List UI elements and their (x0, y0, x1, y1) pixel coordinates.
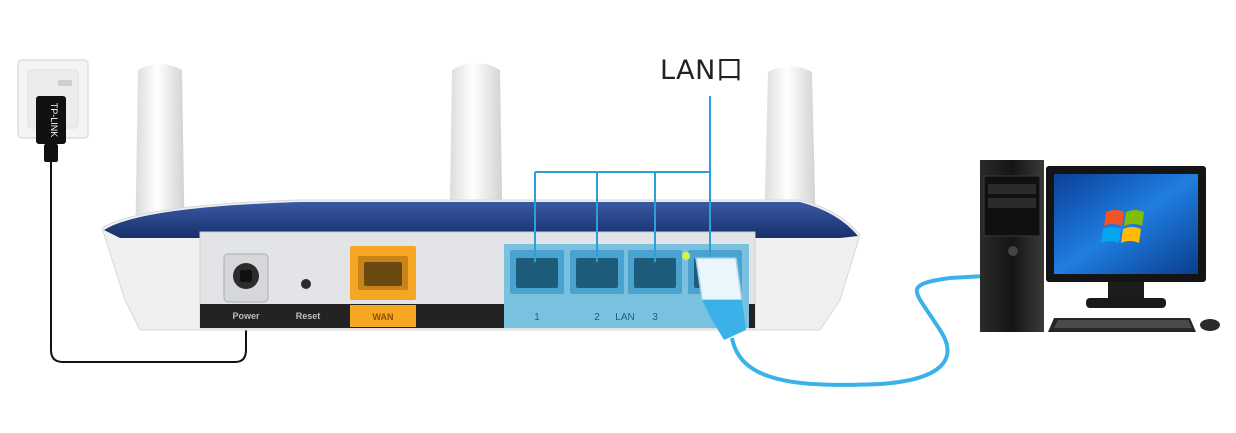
adapter-brand: TP-LINK (49, 103, 59, 138)
power-adapter-icon: TP-LINK (36, 96, 66, 162)
computer-tower (980, 160, 1044, 332)
lan-port-callout-label: LAN口 (660, 55, 744, 86)
lan-port-3 (628, 250, 682, 294)
power-socket-icon (223, 253, 269, 303)
ethernet-cable (730, 274, 986, 387)
reset-button (301, 279, 311, 289)
lan-port-1-label: 1 (534, 312, 540, 323)
router-top-cover (104, 202, 858, 238)
wan-label: WAN (373, 312, 394, 322)
reset-label: Reset (296, 311, 321, 321)
lan-label: LAN (615, 312, 634, 323)
mouse (1200, 319, 1220, 331)
status-led (682, 252, 690, 260)
lan-port-1 (510, 250, 564, 294)
router: Power Reset WAN 1 2 LAN 3 (101, 199, 861, 331)
keyboard (1048, 318, 1196, 332)
lan-port-2-label: 2 (594, 312, 600, 323)
power-label: Power (232, 311, 260, 321)
windows-logo-icon (1101, 210, 1144, 243)
lan-port-2 (570, 250, 624, 294)
lan-port-3-label: 3 (652, 312, 658, 323)
callout-lines (534, 96, 711, 270)
ethernet-plug-icon (695, 257, 746, 340)
monitor (1046, 166, 1206, 308)
power-cord (50, 162, 247, 363)
